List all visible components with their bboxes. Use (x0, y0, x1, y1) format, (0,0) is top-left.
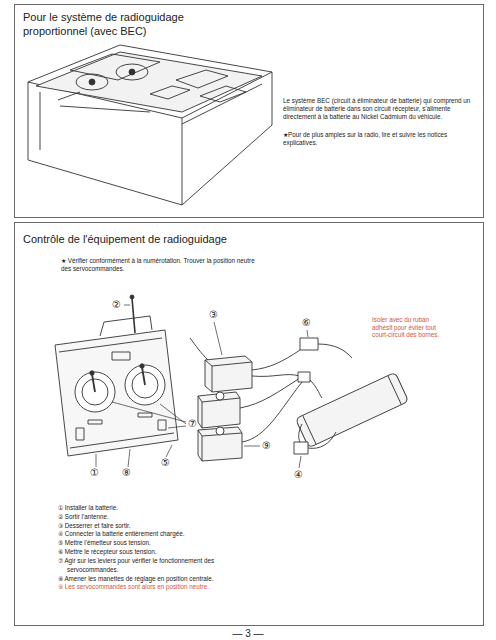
instruction-step: ⑦ Agir sur les leviers pour vérifier le … (58, 557, 236, 575)
body-text: ★Pour de plus amples sur la radio, lire … (283, 131, 471, 147)
transmitter-stroke (130, 295, 134, 299)
radio-tray-stroke (28, 45, 272, 205)
callout-number: ③ (209, 310, 218, 320)
transmitter-stroke (112, 352, 130, 360)
receiver-servos-stroke (205, 356, 252, 392)
leader-lines-stroke (96, 454, 97, 467)
leader-lines-stroke (214, 322, 222, 355)
receiver-servos-stroke (198, 427, 242, 461)
receiver-servos-stroke (298, 372, 310, 382)
transmitter-stroke (59, 338, 174, 448)
callout-number: ⑦ (188, 419, 197, 429)
callout-number: ⑧ (122, 468, 131, 478)
callout-number: ④ (294, 470, 303, 480)
switch-battery-stroke (299, 424, 302, 442)
radio-tray-stroke (89, 79, 95, 85)
switch-battery (294, 338, 409, 454)
switch-battery-stroke (310, 380, 322, 398)
leader-lines-stroke (124, 305, 130, 306)
radio-tray-stroke (76, 74, 108, 90)
receiver-servos-stroke (240, 378, 300, 408)
callout-number: ⑨ (262, 441, 271, 451)
receiver-servos-stroke (216, 427, 224, 435)
body-text: ★ Vérifier conformément à la numérotatio… (61, 257, 261, 273)
instruction-step: ⑧ Amener les manettes de réglage en posi… (58, 575, 236, 584)
radio-tray-stroke (36, 52, 262, 112)
section-heading: Pour le système de radioguidage proporti… (23, 11, 219, 39)
switch-battery-stroke (294, 442, 308, 454)
switch-battery-stroke (318, 344, 352, 358)
radio-tray-stroke (150, 86, 190, 99)
instruction-step: ① Installer la batterie. (58, 504, 236, 513)
instruction-list: ① Installer la batterie.② Sortir l'anten… (58, 504, 236, 592)
callout-number: ⑥ (302, 318, 311, 328)
radio-tray-stroke (40, 84, 262, 150)
transmitter (55, 295, 178, 456)
receiver-servos-stroke (216, 392, 224, 400)
body-text: Le système BEC (circuit à éliminateur de… (283, 97, 471, 121)
section-panel: Pour le système de radioguidage proporti… (14, 4, 484, 218)
receiver-servos-stroke (252, 350, 300, 370)
leader-lines-stroke (299, 456, 301, 468)
transmitter-stroke (140, 364, 144, 368)
receiver-servos-stroke (198, 396, 240, 428)
radio-tray-stroke (176, 70, 228, 88)
instruction-step: ⑥ Mettre le récepteur sous tension. (58, 548, 236, 557)
leader-lines-stroke (244, 446, 260, 447)
transmitter-stroke (88, 420, 102, 424)
switch-battery-stroke (308, 432, 336, 448)
callout-number: ② (112, 300, 121, 310)
radio-tray-stroke (58, 92, 150, 112)
leader-lines-stroke (166, 445, 172, 457)
switch-battery-stroke-stroke (303, 376, 402, 445)
transmitter-stroke (90, 371, 94, 375)
switch-battery-stroke (300, 338, 318, 350)
radio-tray-stroke (116, 64, 148, 80)
warning-note: Isoler avec du ruban adhésif pour éviter… (372, 316, 444, 339)
instruction-step: ⑤ Mettre l'émetteur sous tension. (58, 539, 236, 548)
transmitter-stroke (132, 298, 135, 333)
radio-tray (28, 45, 272, 205)
transmitter-stroke (92, 367, 145, 392)
receiver-servos-stroke (242, 382, 302, 442)
leader-lines-stroke (307, 330, 308, 337)
instruction-step: ⑨ Les servocommandes sont alors en posit… (58, 583, 236, 592)
receiver-servos-stroke (190, 338, 208, 360)
receiver-servos-stroke (198, 392, 240, 428)
receiver-servos-stroke (205, 360, 252, 392)
leader-lines-stroke (128, 449, 130, 467)
receiver-servos (190, 338, 310, 461)
callout-number: ⑤ (161, 458, 170, 468)
leader-lines-stroke (112, 402, 186, 428)
section-heading: Contrôle de l'équipement de radioguidage (23, 233, 343, 247)
callout-number: ① (90, 468, 99, 478)
receiver-servos-stroke (252, 375, 300, 377)
transmitter-stroke (138, 413, 152, 417)
transmitter-stroke (55, 330, 178, 456)
transmitter-stroke (158, 420, 166, 430)
instruction-step: ④ Connecter la batterie entièrement char… (58, 530, 236, 539)
radio-tray-stroke (200, 86, 246, 102)
switch-battery-stroke-stroke (295, 372, 408, 447)
leader-lines (96, 305, 308, 468)
switch-battery-stroke (295, 372, 408, 447)
radio-tray-stroke (70, 54, 160, 80)
transmitter-stroke (76, 428, 84, 440)
page-number: — 3 — (0, 628, 496, 640)
instruction-step: ③ Desserrer et faire sortir. (58, 522, 236, 531)
instruction-step: ② Sortir l'antenne. (58, 513, 236, 522)
section-panel: Contrôle de l'équipement de radioguidage… (14, 222, 484, 626)
